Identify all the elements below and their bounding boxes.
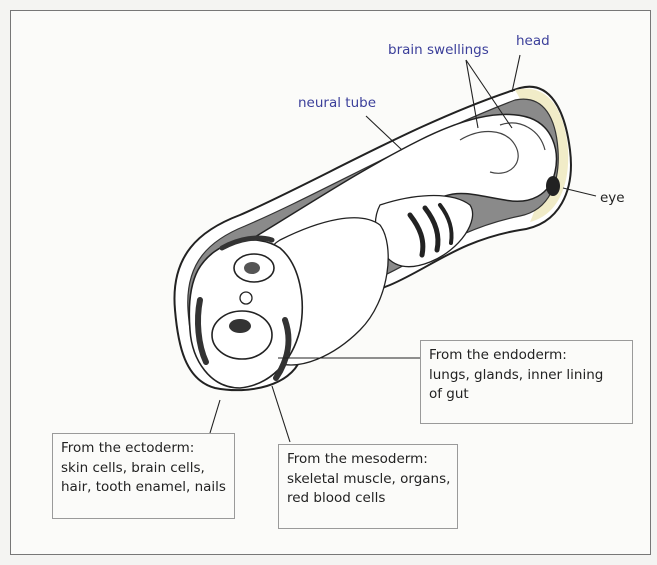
mesoderm-line2: red blood cells: [287, 489, 449, 509]
mesoderm-title: From the mesoderm:: [287, 450, 449, 470]
eye-shape: [546, 176, 560, 196]
brain-swellings-label: brain swellings: [388, 42, 489, 60]
ectoderm-line1: skin cells, brain cells,: [61, 459, 226, 479]
neural-tube-label: neural tube: [298, 95, 376, 113]
endoderm-title: From the endoderm:: [429, 346, 624, 366]
head-label: head: [516, 33, 550, 51]
eye-label: eye: [600, 190, 625, 208]
endoderm-callout: From the endoderm: lungs, glands, inner …: [420, 340, 633, 424]
endoderm-line2: of gut: [429, 385, 624, 405]
ectoderm-title: From the ectoderm:: [61, 439, 226, 459]
ectoderm-line2: hair, tooth enamel, nails: [61, 478, 226, 498]
mesoderm-callout: From the mesoderm: skeletal muscle, orga…: [278, 444, 458, 529]
gut-section: [212, 311, 272, 359]
mesoderm-line1: skeletal muscle, organs,: [287, 470, 449, 490]
notochord: [240, 292, 252, 304]
endoderm-line1: lungs, glands, inner lining: [429, 366, 624, 386]
ectoderm-callout: From the ectoderm: skin cells, brain cel…: [52, 433, 235, 519]
